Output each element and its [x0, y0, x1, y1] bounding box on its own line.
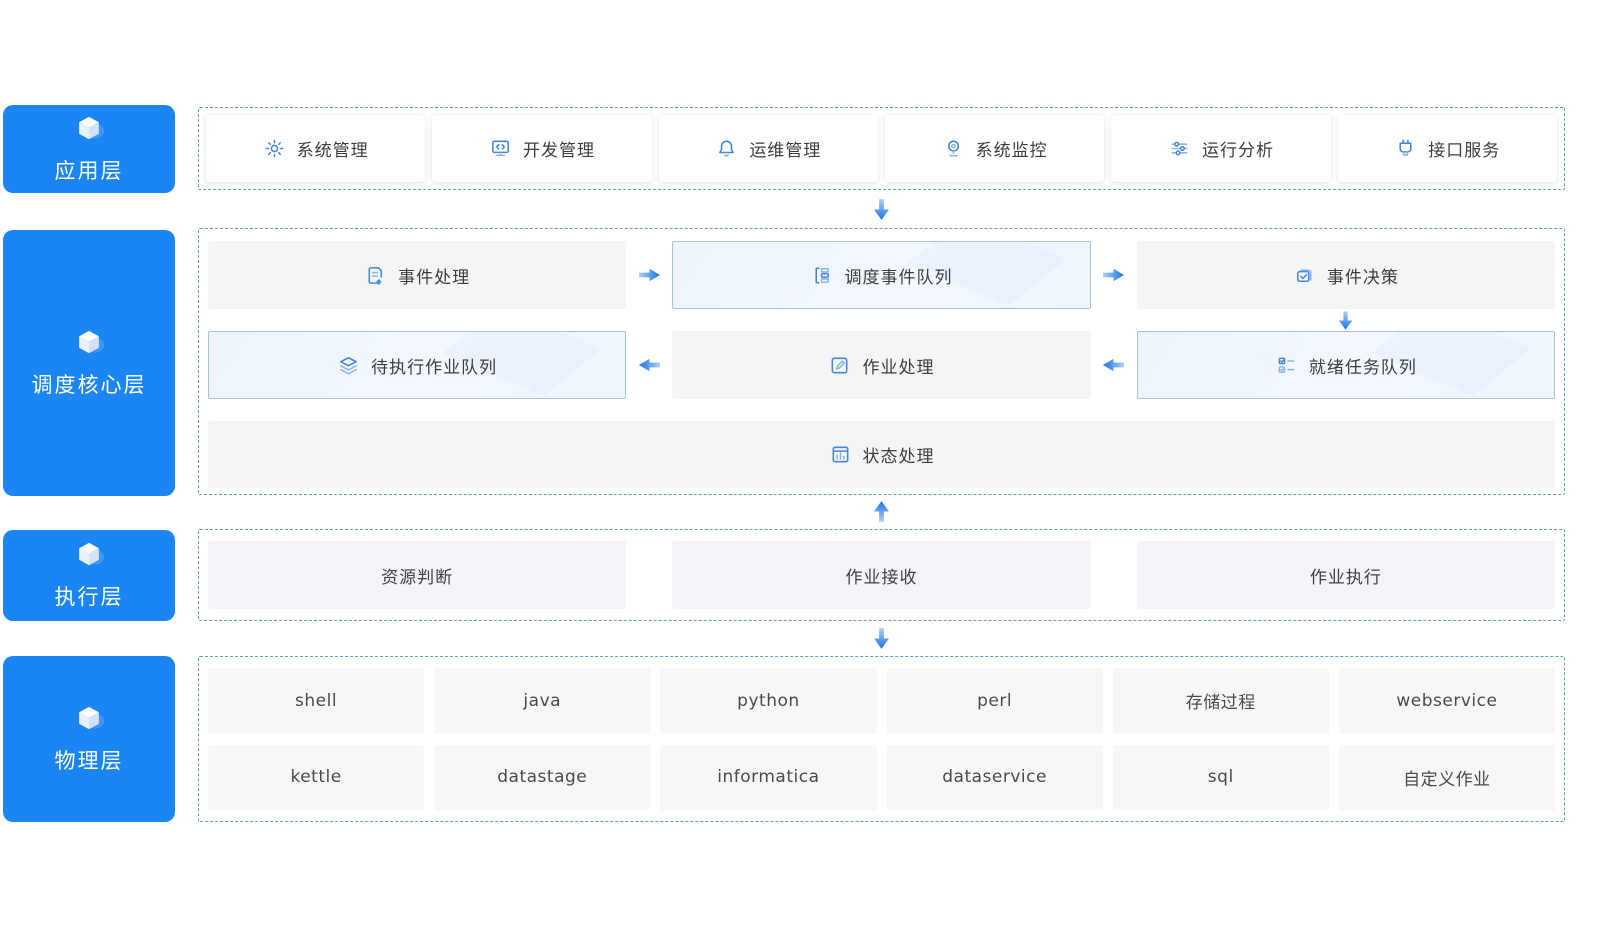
cube-icon — [70, 540, 108, 572]
webcam-icon — [942, 137, 965, 160]
node-label: 状态处理 — [862, 447, 935, 467]
node-label: 资源判断 — [381, 567, 454, 588]
physical-layer-panel: shell java python perl 存储过程 webservice k… — [198, 656, 1565, 822]
checklist-icon — [1275, 354, 1298, 377]
node-label: dataservice — [942, 767, 1047, 788]
node-resource-judgement: 资源判断 — [208, 541, 627, 609]
cube-icon — [70, 328, 108, 360]
layers-icon — [337, 354, 360, 377]
arrow-down-icon — [871, 626, 891, 651]
application-layer-panel: 系统管理 开发管理 运维管理 系统监控 运行分析 接口服务 — [198, 107, 1565, 190]
node-ready-task-queue: 就绪任务队列 — [1136, 331, 1555, 399]
node-sql: sql — [1112, 744, 1329, 810]
gear-icon — [263, 137, 286, 160]
scheduling-core-panel: 事件处理 调度事件队列 事件决策 待执行作业队列 作业处理 — [198, 228, 1565, 495]
node-label: 运行分析 — [1201, 141, 1274, 161]
node-label: shell — [295, 690, 338, 711]
dev-monitor-icon — [489, 137, 512, 160]
plug-icon — [1394, 137, 1417, 160]
layer-tag-label: 执行层 — [54, 585, 124, 609]
node-operations-management: 运维管理 — [658, 115, 878, 182]
node-datastage: datastage — [434, 744, 651, 810]
node-label: 待执行作业队列 — [371, 357, 498, 378]
node-label: 运维管理 — [749, 141, 822, 161]
node-label: datastage — [497, 767, 588, 788]
node-job-processing: 作业处理 — [672, 331, 1091, 399]
cube-icon — [70, 704, 108, 736]
node-kettle: kettle — [208, 744, 425, 810]
node-system-management: 系统管理 — [206, 115, 426, 182]
node-shell: shell — [208, 668, 425, 734]
node-label: 存储过程 — [1185, 693, 1256, 714]
node-label: 系统监控 — [975, 141, 1048, 161]
node-development-management: 开发管理 — [432, 115, 652, 182]
decision-check-icon — [1293, 264, 1316, 287]
document-event-icon — [364, 264, 387, 287]
node-pending-job-queue: 待执行作业队列 — [208, 331, 627, 399]
sliders-icon — [1168, 137, 1191, 160]
node-label: webservice — [1396, 690, 1498, 711]
node-job-receiving: 作业接收 — [672, 541, 1091, 609]
node-label: 作业执行 — [1309, 567, 1382, 588]
node-label: 事件决策 — [1326, 267, 1399, 288]
arrow-down-icon — [1137, 309, 1555, 331]
node-informatica: informatica — [660, 744, 877, 810]
node-label: python — [737, 690, 800, 711]
layer-tag-label: 物理层 — [54, 748, 124, 773]
status-chart-icon — [829, 443, 852, 466]
node-label: 作业接收 — [845, 567, 918, 588]
queue-list-icon — [810, 264, 833, 287]
node-label: 自定义作业 — [1403, 769, 1491, 790]
node-label: 系统管理 — [296, 141, 369, 161]
layer-tag-execution: 执行层 — [3, 530, 175, 621]
arrow-right-icon — [1091, 241, 1137, 309]
node-interface-service: 接口服务 — [1337, 115, 1557, 182]
layer-tag-label: 应用层 — [54, 158, 124, 183]
node-webservice: webservice — [1338, 668, 1555, 734]
alarm-bell-icon — [715, 137, 738, 160]
node-schedule-event-queue: 调度事件队列 — [672, 241, 1091, 309]
node-label: kettle — [290, 767, 342, 788]
node-label: 就绪任务队列 — [1308, 357, 1417, 378]
arrow-left-icon — [1091, 331, 1137, 399]
layer-tag-application: 应用层 — [3, 105, 175, 193]
arrow-right-icon — [626, 241, 672, 309]
node-system-monitoring: 系统监控 — [884, 115, 1105, 182]
node-label: 接口服务 — [1428, 141, 1501, 161]
node-label: 事件处理 — [398, 267, 471, 288]
node-label: 调度事件队列 — [844, 267, 953, 288]
node-label: informatica — [717, 767, 820, 788]
node-status-processing: 状态处理 — [208, 421, 1555, 488]
job-edit-icon — [828, 354, 851, 377]
node-label: java — [523, 690, 562, 711]
node-java: java — [434, 668, 651, 734]
node-dataservice: dataservice — [886, 744, 1103, 810]
node-label: 开发管理 — [522, 141, 595, 161]
node-label: sql — [1207, 767, 1234, 788]
node-run-analysis: 运行分析 — [1111, 115, 1331, 182]
layer-tag-label: 调度核心层 — [31, 372, 147, 397]
layer-tag-physical: 物理层 — [3, 656, 175, 822]
node-label: perl — [977, 690, 1013, 711]
node-python: python — [660, 668, 877, 734]
layer-tag-scheduling-core: 调度核心层 — [3, 230, 175, 496]
node-label: 作业处理 — [862, 357, 935, 378]
node-event-decision: 事件决策 — [1136, 241, 1555, 309]
cube-icon — [70, 114, 108, 146]
node-custom-job: 自定义作业 — [1338, 744, 1555, 810]
arrow-down-icon — [871, 197, 891, 222]
node-job-execution: 作业执行 — [1136, 541, 1555, 609]
execution-layer-panel: 资源判断 作业接收 作业执行 — [198, 529, 1565, 621]
arrow-left-icon — [626, 331, 672, 399]
node-stored-procedure: 存储过程 — [1112, 668, 1329, 734]
node-perl: perl — [886, 668, 1103, 734]
arrow-up-icon — [871, 499, 891, 524]
node-event-processing: 事件处理 — [208, 241, 627, 309]
